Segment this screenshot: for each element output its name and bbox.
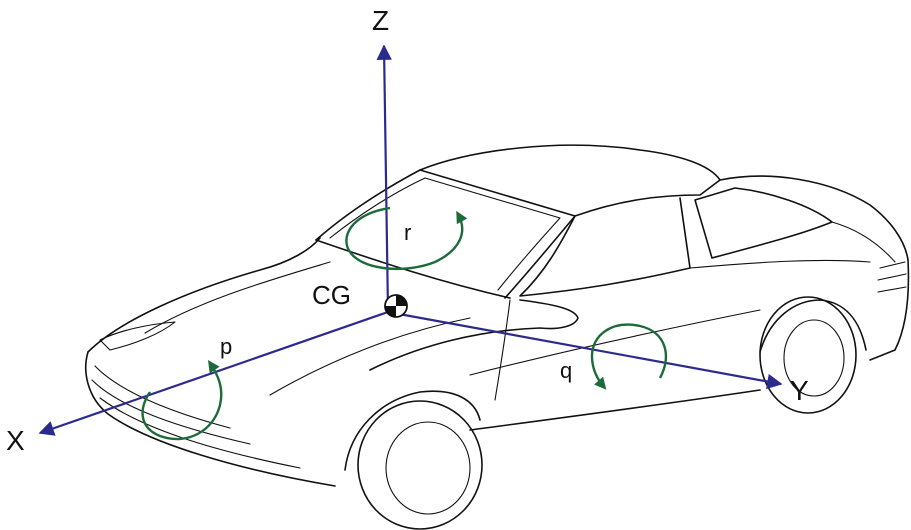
car-hood-crease-2: [269, 317, 471, 396]
car-door-line: [494, 299, 511, 401]
x-axis: [38, 310, 389, 436]
car-hood-front-edge: [87, 237, 321, 353]
car-tail-light-1: [879, 261, 906, 269]
y-axis-label: Y: [790, 375, 809, 406]
car-front-wheel-arch: [344, 390, 481, 471]
pitch-rotation-arrow: [590, 323, 668, 390]
car-tail-light-2: [877, 273, 907, 281]
z-axis: [376, 44, 392, 313]
yaw-rate-label: r: [404, 220, 411, 245]
y-axis: [387, 310, 783, 390]
car-tail-light-3: [877, 286, 907, 293]
car-roof: [419, 144, 721, 217]
yaw-rotation-arrow: [345, 206, 468, 271]
car-rear-wheel-arch: [759, 299, 867, 353]
car-hood-crease-1: [144, 261, 331, 334]
car-rear-end: [869, 259, 910, 361]
car-rear-deck: [719, 175, 909, 261]
roll-rate-label: p: [220, 334, 232, 359]
car-rocker: [469, 389, 761, 431]
car-bumper-line-2: [91, 379, 251, 445]
car-front-bumper: [85, 351, 336, 487]
x-axis-label: X: [6, 425, 25, 456]
car-side-line-rear: [689, 259, 871, 269]
car-side-character-line: [369, 299, 579, 371]
roll-rotation-arrow: [141, 360, 223, 441]
car-front-wheel-hub: [385, 421, 471, 515]
pitch-rate-label: q: [560, 358, 572, 383]
car-side-window-rear: [694, 187, 833, 259]
cg-symbol: [384, 294, 408, 318]
z-axis-label: Z: [372, 5, 389, 36]
car-side-window-front: [519, 197, 691, 297]
car-headlight: [99, 321, 176, 351]
car-front-wheel: [357, 400, 483, 530]
rotation-indicators: [141, 206, 668, 441]
car-b-pillar: [679, 197, 691, 269]
car-bumper-line-1: [94, 365, 231, 429]
car-bumper-line-3: [99, 397, 301, 469]
car-rear-deck-line: [831, 221, 896, 263]
car-windshield-inner: [329, 177, 561, 291]
car-rear-wheel-hub: [783, 319, 845, 397]
car-rear-wheel: [759, 296, 857, 414]
cg-label: CG: [312, 280, 351, 310]
car-outline: [85, 144, 910, 530]
car-side-line-lower: [469, 309, 761, 376]
car-hood-rear-edge: [315, 239, 511, 299]
